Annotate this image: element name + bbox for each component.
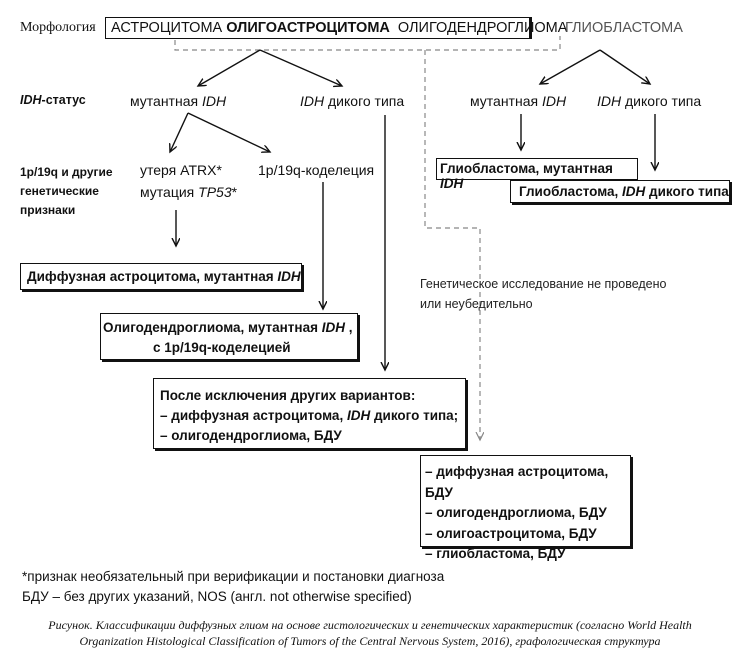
left-idh-mutant: мутантная IDH: [130, 93, 227, 109]
arrow-left-wild: [259, 49, 342, 86]
diffuse-astrocytoma-idh-mutant-box: Диффузная астроцитома, мутантная IDH: [20, 263, 302, 290]
glioblastoma-idh-mutant-box: Глиобластома, мутантная IDH: [436, 158, 638, 191]
morphology-astrocytoma: АСТРОЦИТОМА: [111, 20, 223, 36]
genetic-note: Генетическое исследование не проведено и…: [420, 277, 667, 311]
dashed-morphology-connector: [174, 36, 561, 440]
nos-box: – диффузная астроцитома, БДУ – олигоденд…: [420, 455, 631, 561]
morphology-oligodendroglioma: ОЛИГОДЕНДРОГЛИОМА: [397, 20, 568, 36]
nos-item: – олигоастроцитома, БДУ: [425, 525, 597, 541]
morphology-box: [105, 17, 532, 39]
codeletion-1p19q: 1p/19q-коделеция: [258, 162, 375, 178]
left-idh-wild: IDH дикого типа: [300, 93, 405, 109]
idh-status-label: IDH-статус: [20, 93, 86, 107]
exclusion-item-2: – олигодендроглиома, БДУ: [160, 428, 342, 443]
exclusion-box: После исключения других вариантов: – диф…: [153, 378, 466, 449]
exclusion-title: После исключения других вариантов:: [160, 388, 416, 403]
oligodendroglioma-idh-mutant-box: Олигодендроглиома, мутантная IDH , с 1p/…: [100, 313, 358, 360]
exclusion-item-1: – диффузная астроцитома, IDH дикого типа…: [160, 408, 459, 423]
arrow-left-mutant: [198, 49, 261, 86]
arrow-to-atrx: [170, 112, 189, 152]
nos-item: – глиобластома, БДУ: [425, 546, 566, 561]
right-idh-wild: IDH дикого типа: [597, 93, 702, 109]
atrx-loss: утеря ATRX*: [140, 162, 222, 178]
right-idh-mutant: мутантная IDH: [470, 93, 567, 109]
arrow-to-codeletion: [187, 112, 270, 152]
nos-item: – олигодендроглиома, БДУ: [425, 505, 607, 520]
footnotes: *признак необязательный при верификации …: [22, 569, 445, 604]
figure-caption: Рисунок. Классификации диффузных глиом н…: [48, 618, 692, 648]
nos-item: – диффузная астроцитома, БДУ: [425, 464, 609, 500]
arrow-right-wild: [599, 49, 650, 84]
arrow-right-mutant: [540, 49, 601, 84]
genetic-features-label: 1p/19q и другие генетические признаки: [20, 165, 113, 217]
tp53-mutation: мутация TP53*: [140, 184, 238, 200]
morphology-label: Морфология: [20, 20, 96, 35]
morphology-oligoastrocytoma: ОЛИГОАСТРОЦИТОМА: [226, 20, 390, 36]
glioblastoma-idh-wild-box: Глиобластома, IDH дикого типа: [510, 180, 730, 203]
morphology-glioblastoma: ГЛИОБЛАСТОМА: [565, 20, 683, 36]
